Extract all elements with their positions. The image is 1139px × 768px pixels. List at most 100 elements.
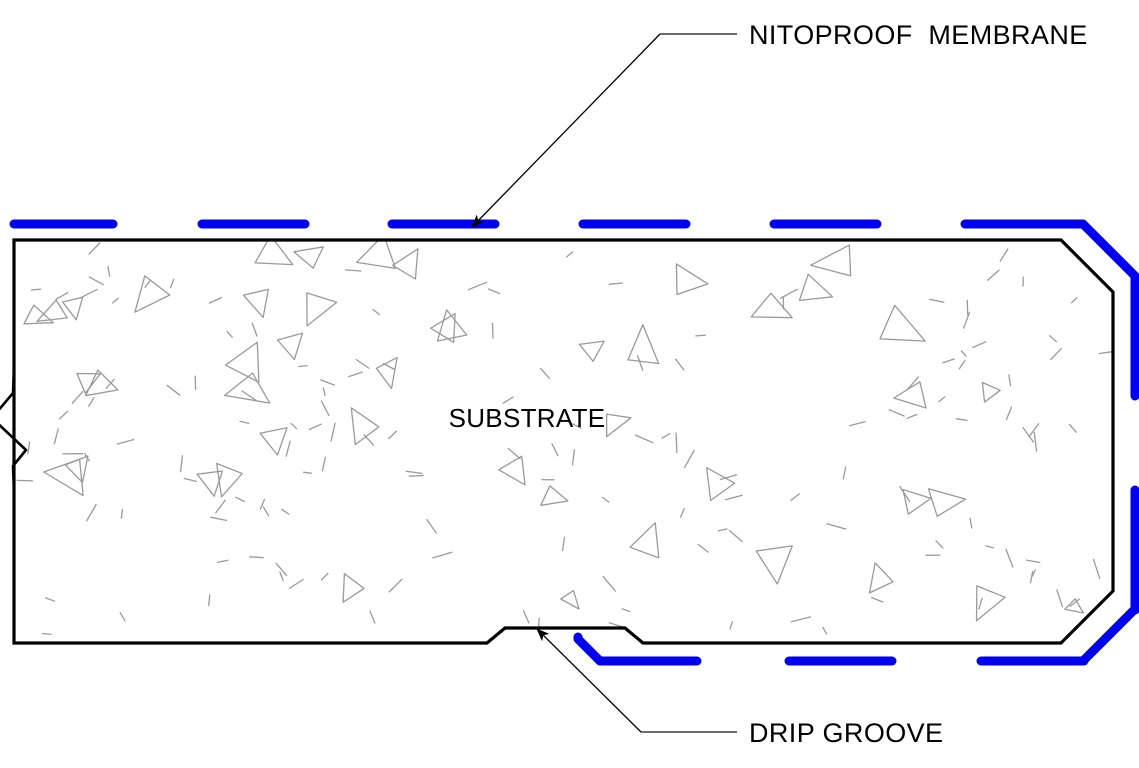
aggregate-fleck: [226, 330, 233, 338]
aggregate-particle: [893, 381, 927, 409]
aggregate-particle: [927, 488, 967, 517]
aggregate-particle: [259, 427, 288, 456]
aggregate-fleck: [969, 517, 973, 529]
break-line-zigzag: [0, 366, 28, 492]
aggregate-fleck: [675, 432, 678, 454]
aggregate-fleck: [27, 441, 31, 455]
aggregate-fleck: [208, 296, 223, 304]
aggregate-fleck: [288, 578, 304, 590]
aggregate-fleck: [169, 278, 175, 289]
aggregate-particle: [392, 248, 419, 280]
aggregate-fleck: [636, 355, 644, 371]
aggregate-particle: [293, 246, 324, 269]
label-nitoproof-membrane: NITOPROOF MEMBRANE: [749, 20, 1088, 50]
aggregate-fleck: [183, 477, 197, 483]
nitoproof-membrane-line: [9, 219, 1139, 666]
aggregate-fleck: [86, 503, 97, 522]
aggregate-fleck: [144, 279, 151, 289]
aggregate-fleck: [303, 471, 312, 474]
aggregate-particle: [629, 522, 660, 559]
aggregate-fleck: [58, 410, 69, 420]
aggregate-fleck: [972, 341, 987, 349]
aggregate-fleck: [966, 299, 969, 316]
aggregate-particle: [560, 589, 580, 610]
aggregate-fleck: [978, 597, 983, 610]
aggregate-particle: [578, 340, 605, 362]
callout-leader-lines: [471, 33, 737, 733]
aggregate-fleck: [661, 432, 671, 439]
aggregate-fleck: [540, 367, 551, 379]
aggregate-fleck: [372, 308, 381, 316]
aggregate-fleck: [985, 545, 994, 549]
membrane-chamfer-bottom-right: [1078, 604, 1139, 666]
aggregate-fleck: [1069, 598, 1081, 608]
aggregate-particle: [196, 470, 224, 497]
aggregate-fleck: [561, 536, 566, 552]
aggregate-particle: [879, 304, 926, 342]
aggregate-fleck: [259, 498, 266, 510]
aggregate-particle: [675, 263, 709, 296]
concrete-aggregate-texture: [16, 240, 1113, 636]
aggregate-particle: [436, 309, 468, 342]
aggregate-fleck: [241, 390, 257, 401]
aggregate-fleck: [960, 350, 967, 357]
aggregate-particle: [23, 304, 54, 325]
aggregate-fleck: [674, 358, 685, 371]
aggregate-fleck: [683, 449, 695, 469]
aggregate-fleck: [1056, 589, 1064, 608]
aggregate-fleck: [208, 594, 211, 607]
aggregate-particle: [36, 299, 68, 323]
aggregate-fleck: [571, 448, 576, 466]
aggregate-fleck: [251, 322, 258, 337]
label-substrate: SUBSTRATE: [449, 403, 606, 433]
aggregate-fleck: [107, 265, 111, 277]
aggregate-fleck: [780, 288, 798, 299]
aggregate-fleck: [935, 540, 944, 549]
membrane-chamfer-top-right: [1078, 219, 1139, 281]
aggregate-fleck: [602, 575, 617, 592]
aggregate-fleck: [298, 364, 308, 368]
aggregate-fleck: [348, 371, 363, 378]
aggregate-fleck: [116, 438, 135, 445]
aggregate-fleck: [1029, 571, 1034, 584]
aggregate-fleck: [321, 456, 327, 472]
aggregate-fleck: [275, 562, 288, 577]
aggregate-fleck: [308, 423, 322, 431]
aggregate-fleck: [320, 379, 336, 386]
aggregate-fleck: [166, 384, 181, 396]
aggregate-fleck: [216, 559, 229, 564]
aggregate-particle: [276, 332, 304, 361]
aggregate-particle: [375, 356, 398, 390]
aggregate-fleck: [249, 556, 264, 559]
label-drip-groove: DRIP GROOVE: [749, 718, 943, 748]
aggregate-fleck: [111, 297, 119, 304]
aggregate-fleck: [929, 298, 945, 303]
aggregate-fleck: [899, 485, 911, 503]
aggregate-fleck: [1025, 559, 1041, 564]
aggregate-particle: [1064, 598, 1085, 614]
aggregate-fleck: [388, 430, 398, 440]
aggregate-fleck: [388, 578, 403, 593]
membrane-drip-return: [573, 632, 605, 666]
aggregate-fleck: [215, 499, 226, 514]
aggregate-particle: [64, 455, 89, 484]
aggregate-fleck: [363, 434, 375, 446]
aggregate-particle: [750, 292, 793, 319]
substrate-body: [14, 240, 1113, 643]
aggregate-fleck: [567, 421, 582, 429]
aggregate-fleck: [697, 543, 709, 553]
aggregate-particle: [350, 407, 380, 446]
aggregate-particle: [868, 562, 894, 594]
aggregate-fleck: [1033, 431, 1038, 452]
aggregate-fleck: [179, 455, 184, 473]
aggregate-fleck: [986, 269, 1000, 281]
aggregate-particle: [705, 467, 736, 502]
aggregate-fleck: [634, 434, 654, 444]
aggregate-particle: [242, 288, 269, 319]
aggregate-fleck: [719, 474, 738, 481]
aggregate-particle: [134, 275, 171, 313]
aggregate-fleck: [942, 358, 955, 364]
aggregate-particle: [224, 341, 260, 383]
aggregate-fleck: [1005, 548, 1014, 568]
aggregate-fleck: [285, 440, 291, 457]
